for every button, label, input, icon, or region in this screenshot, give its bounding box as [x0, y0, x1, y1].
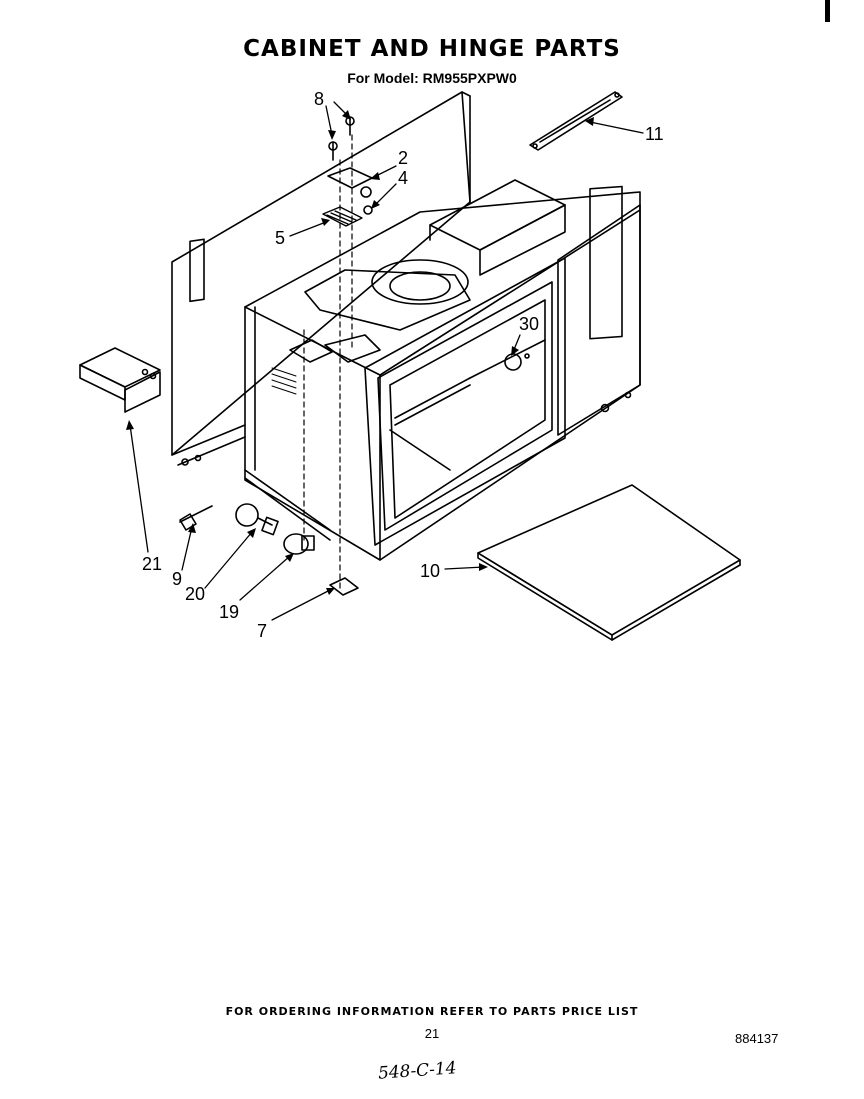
callout-9: 9: [172, 569, 182, 589]
callout-4: 4: [398, 168, 408, 188]
callout-2: 2: [398, 148, 408, 168]
trim-strip: [529, 91, 623, 151]
arrowheads: [126, 110, 594, 595]
page-title: CABINET AND HINGE PARTS: [243, 36, 621, 62]
callout-19: 19: [219, 602, 239, 622]
leader-arrows: [129, 101, 644, 621]
ordering-note: FOR ORDERING INFORMATION REFER TO PARTS …: [225, 1005, 639, 1018]
lamp-parts: [179, 503, 315, 555]
callout-10: 10: [420, 561, 440, 581]
callout-11: 11: [645, 124, 664, 144]
cabinet-wrapper: [171, 91, 471, 541]
bracket: [79, 347, 161, 413]
scan-edge-mark: [825, 0, 830, 22]
callout-30: 30: [519, 314, 539, 334]
callout-labels: 8 2 4 5 11 30 21 9 20 19 7 10: [142, 89, 664, 641]
bottom-panel: [477, 484, 741, 641]
callout-5: 5: [275, 228, 285, 248]
model-subtitle: For Model: RM955PXPW0: [347, 70, 517, 86]
callout-7: 7: [257, 621, 267, 641]
hinge-assembly: [289, 116, 381, 596]
page-number: 21: [424, 1026, 440, 1041]
callout-20: 20: [185, 584, 205, 604]
callout-21: 21: [142, 554, 162, 574]
callout-8: 8: [314, 89, 324, 109]
document-number: 884137: [735, 1031, 779, 1046]
